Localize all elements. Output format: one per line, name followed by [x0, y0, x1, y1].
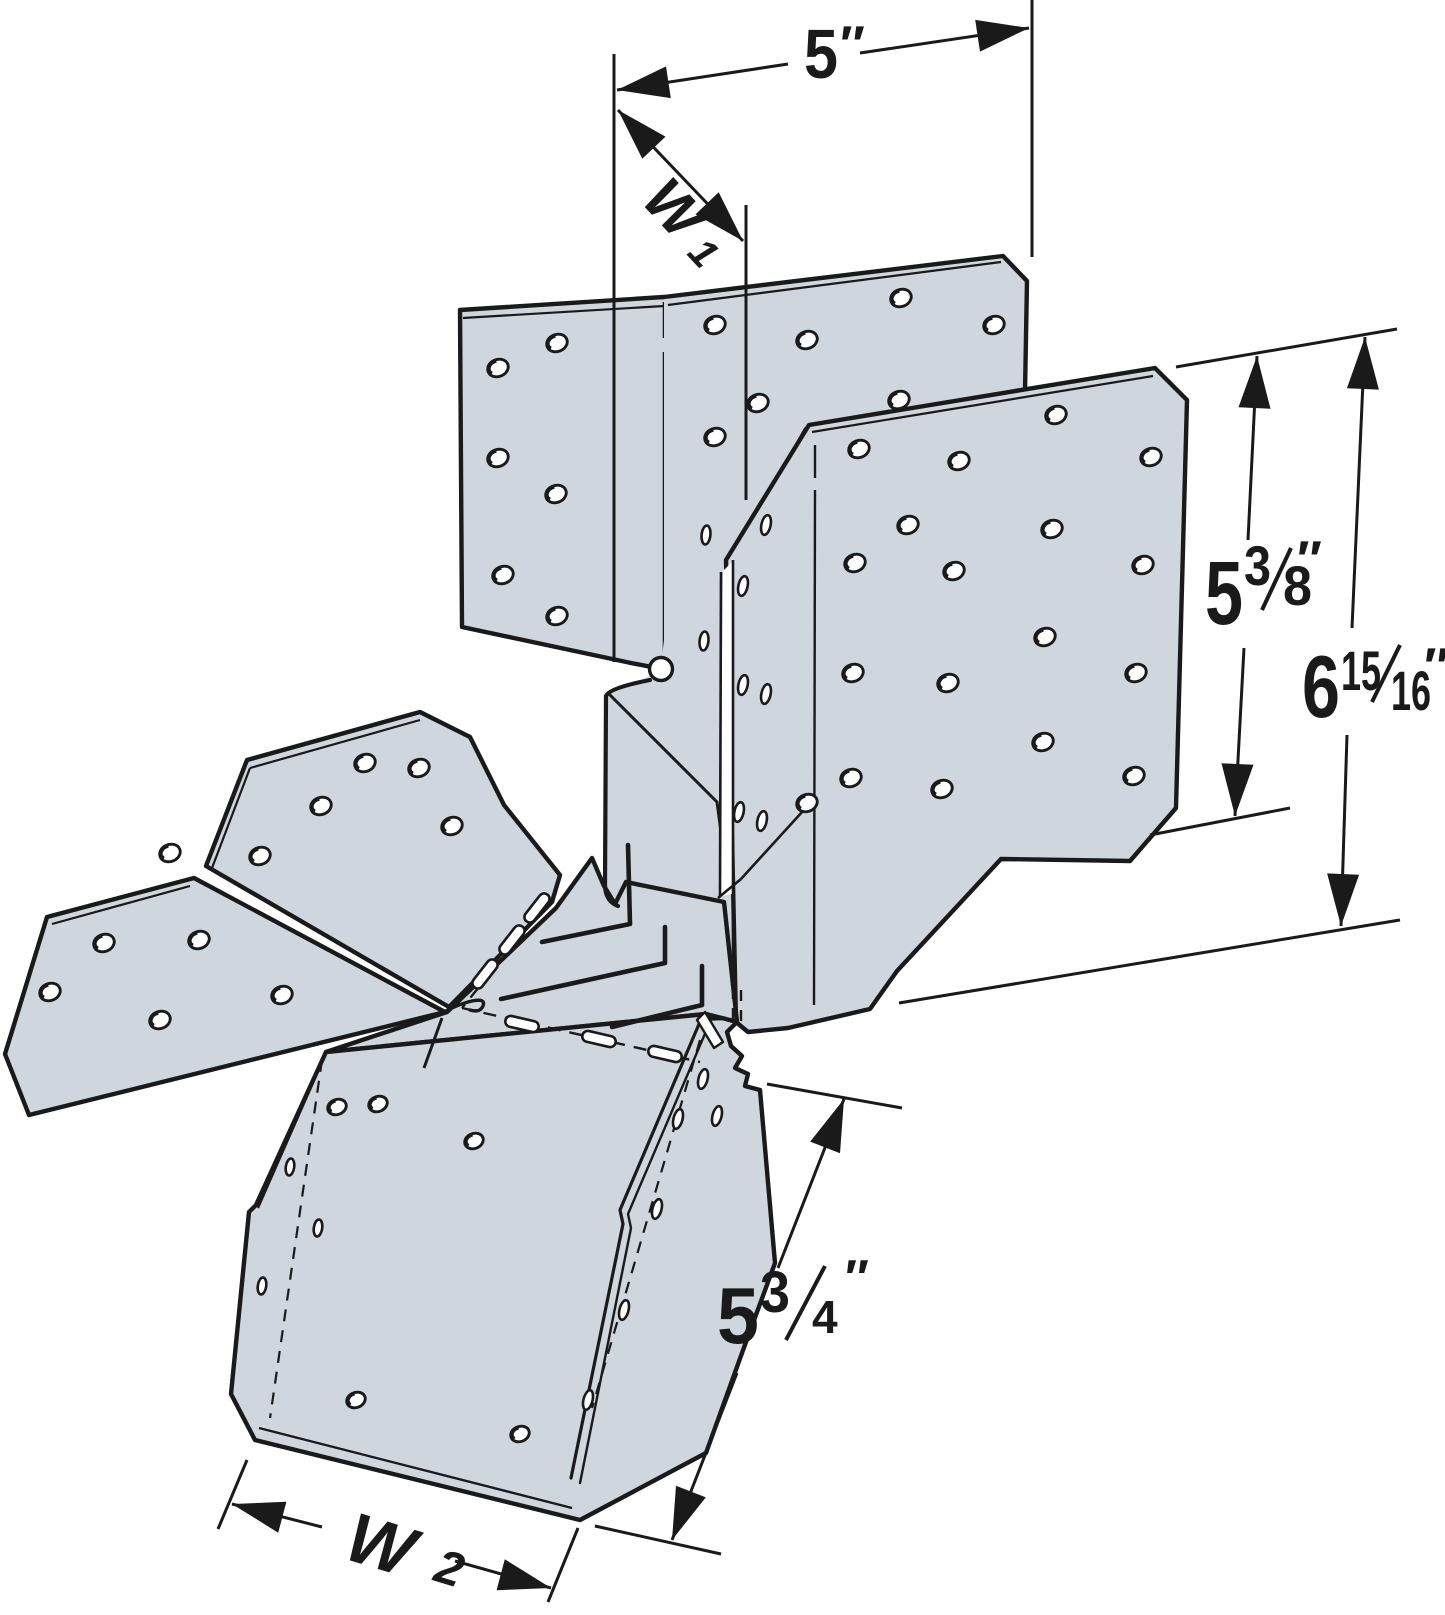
svg-text:3: 3	[760, 1260, 790, 1325]
svg-text:4: 4	[812, 1291, 838, 1343]
svg-text:8: 8	[1283, 554, 1312, 617]
svg-text:6: 6	[1302, 637, 1340, 736]
svg-text:5: 5	[717, 1271, 759, 1360]
svg-text:16: 16	[1391, 659, 1431, 722]
svg-text:″: ″	[845, 1250, 869, 1306]
svg-text:″: ″	[1297, 531, 1322, 589]
svg-text:3: 3	[1244, 534, 1271, 597]
svg-text:5: 5	[804, 15, 838, 93]
svg-text:″: ″	[840, 16, 865, 74]
svg-text:5: 5	[1205, 544, 1243, 644]
svg-text:15: 15	[1341, 639, 1381, 702]
svg-text:″: ″	[1424, 638, 1445, 696]
